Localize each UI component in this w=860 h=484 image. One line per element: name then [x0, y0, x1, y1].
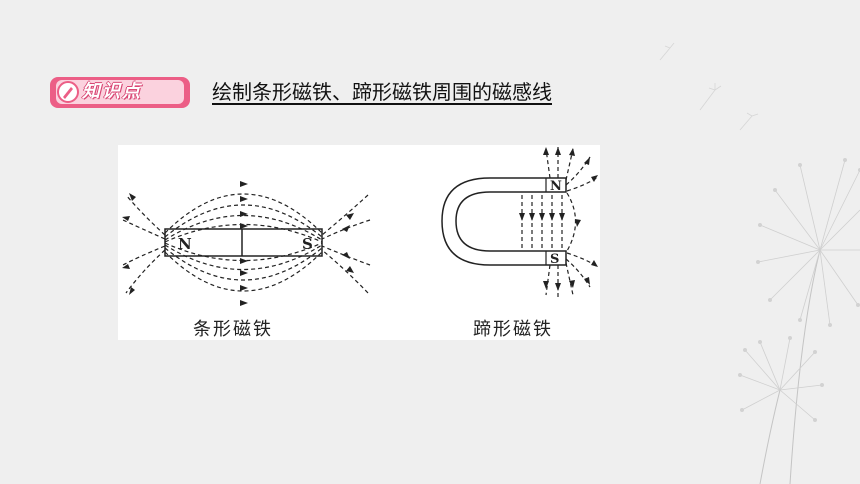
horseshoe-north-label: N: [550, 179, 562, 194]
horseshoe-caption: 蹄形磁铁: [473, 319, 553, 340]
magnetic-field-figure: N S: [118, 145, 600, 340]
bar-magnet: N S: [164, 228, 323, 257]
section-heading: 绘制条形磁铁、蹄形磁铁周围的磁感线: [212, 80, 552, 104]
horseshoe-south-label: S: [550, 252, 559, 267]
horseshoe-magnet: N S: [441, 177, 567, 267]
field-lines-diagram: N S: [122, 147, 599, 340]
badge-label: 知识点: [82, 81, 142, 102]
knowledge-point-badge: 知识点 4: [50, 77, 190, 108]
bar-magnet-south-label: S: [302, 235, 313, 253]
bar-magnet-arrows: [122, 181, 354, 306]
pencil-circle-icon: [57, 81, 79, 103]
horseshoe-arrows: [519, 147, 598, 291]
horseshoe-field-lines: [521, 147, 599, 297]
bar-magnet-north-label: N: [178, 235, 192, 253]
bar-magnet-caption: 条形磁铁: [193, 319, 273, 340]
